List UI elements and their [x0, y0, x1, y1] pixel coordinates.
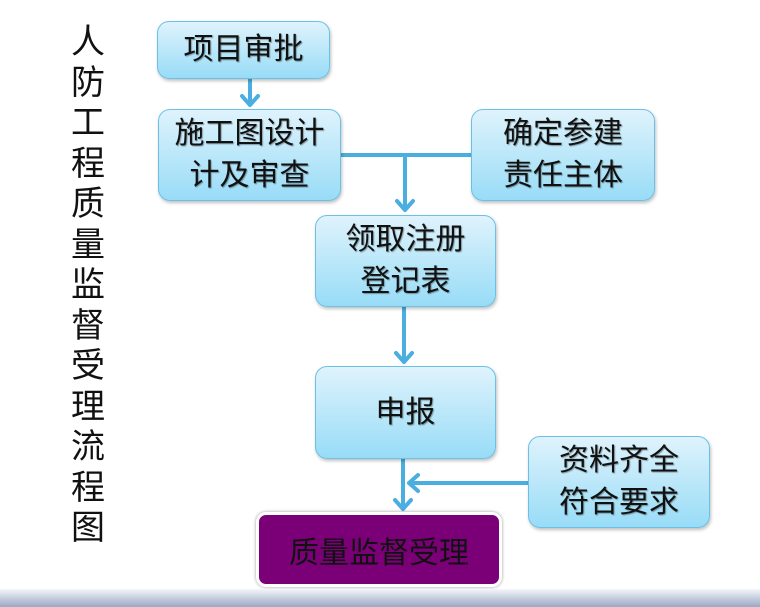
node-label: 登记表: [360, 264, 451, 299]
node-declare: 申报: [315, 366, 496, 459]
node-label: 质量监督受理: [289, 535, 469, 571]
node-project-approval: 项目审批: [157, 21, 330, 79]
arrow-approval-to-design: [240, 76, 260, 107]
node-label: 申报: [375, 394, 436, 430]
node-label: 符合要求: [559, 485, 679, 520]
node-acceptance: 质量监督受理: [256, 512, 502, 587]
node-label: 领取注册: [345, 222, 466, 257]
node-responsible-parties: 确定参建 责任主体: [471, 109, 655, 201]
arrow-documents-to-main: [407, 473, 530, 493]
node-label: 资料齐全: [559, 443, 679, 478]
node-design-review: 施工图设计 计及审查: [158, 109, 341, 201]
connector-merge: [338, 153, 473, 212]
node-label: 确定参建: [503, 116, 623, 151]
arrow-declare-to-acceptance: [393, 457, 413, 511]
footer-band: [0, 589, 760, 607]
diagram-title: 人防工程质量监督受理流程图: [71, 22, 105, 548]
node-label: 施工图设计: [174, 116, 325, 151]
arrow-register-to-declare: [394, 305, 414, 364]
node-label: 计及审查: [189, 158, 310, 193]
node-documents-complete: 资料齐全 符合要求: [528, 436, 710, 528]
node-label: 责任主体: [503, 158, 623, 193]
node-label: 项目审批: [183, 32, 304, 67]
node-registration-form: 领取注册 登记表: [315, 215, 496, 307]
